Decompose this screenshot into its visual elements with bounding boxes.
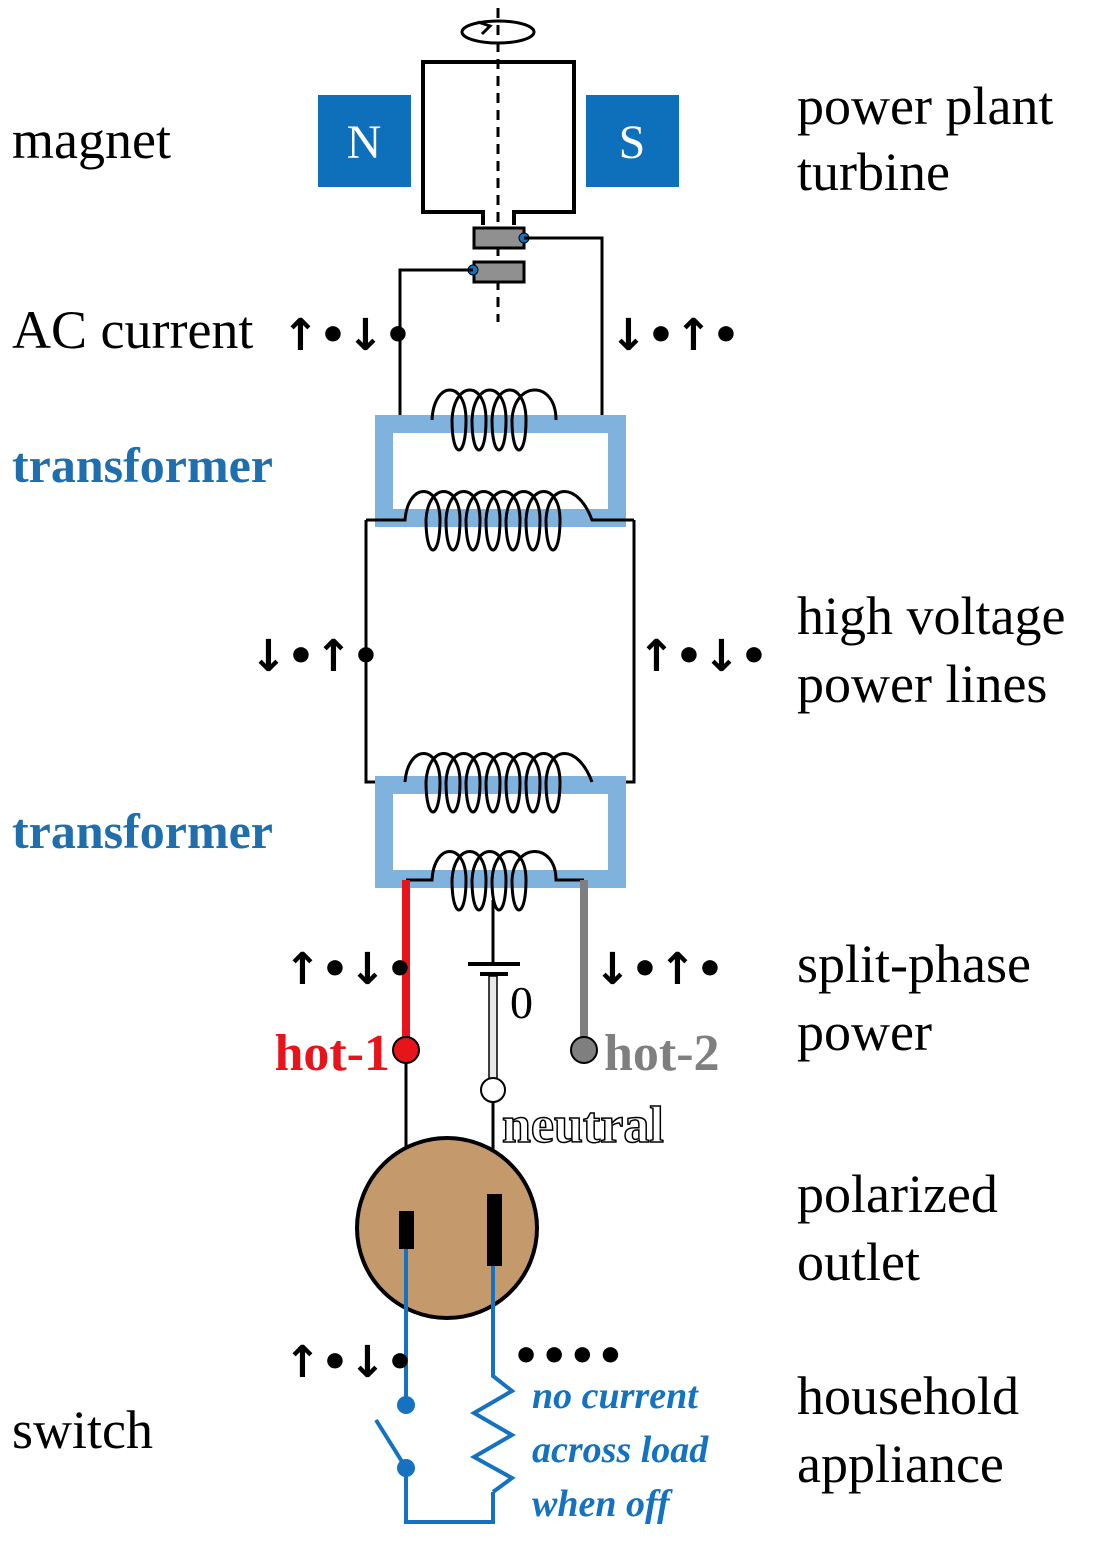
hv-arrows-left: ↓•↑• [250, 631, 380, 682]
magnet-north-label: N [347, 116, 382, 169]
neutral-label: neutral [502, 1097, 664, 1154]
hot-1-terminal [392, 1036, 420, 1064]
hot-2-label: hot-2 [604, 1025, 720, 1082]
appliance-arrows-right: •••• [512, 1331, 625, 1382]
split-phase-label-line-1: split-phase [797, 934, 1031, 994]
polarized-outlet-face [355, 1136, 539, 1320]
ground-zero-label: 0 [510, 977, 533, 1028]
transformer-top-primary-coil [430, 388, 558, 452]
switch-lever [374, 1418, 408, 1470]
split-arrows-left: ↑•↓• [284, 944, 414, 995]
transformer-bottom-primary-coil [403, 752, 594, 814]
outlet-slot-hot [399, 1211, 414, 1249]
magnet-south: S [586, 95, 679, 187]
transformer-top-label: transformer [12, 437, 273, 493]
hot-2-terminal [570, 1036, 598, 1064]
outlet-label-line-1: polarized [797, 1164, 998, 1224]
outlet-slot-neutral [487, 1194, 502, 1266]
magnet-label: magnet [12, 110, 171, 170]
neutral-wire [488, 975, 498, 1081]
magnet-south-label: S [619, 116, 646, 169]
magnet-north-block [318, 95, 411, 187]
appliance-label-line-1: household [797, 1366, 1019, 1426]
hv-label-line-1: high voltage [797, 586, 1065, 646]
appliance-return-wire [404, 1468, 495, 1524]
magnet-south-block [586, 95, 679, 187]
no-current-note-line-3: when off [532, 1483, 673, 1525]
slip-ring-upper [472, 226, 526, 250]
transformer-bottom-label: transformer [12, 803, 273, 859]
generator-lead-right [524, 236, 604, 422]
split-phase-label-line-2: power [797, 1002, 932, 1062]
appliance-load-resistor [469, 1266, 516, 1494]
no-current-note-line-2: across load [532, 1429, 709, 1471]
ac-current-arrows-right: ↓•↑• [610, 310, 740, 361]
hv-line-right [592, 520, 636, 784]
hot-1-label: hot-1 [274, 1025, 390, 1082]
magnet-north: N [318, 95, 411, 187]
ac-current-arrows-left: ↑•↓• [282, 310, 412, 361]
outlet-label-line-2: outlet [797, 1232, 920, 1292]
ac-current-label: AC current [12, 300, 253, 360]
turbine-label-line-1: power plant [797, 76, 1053, 136]
hv-label-line-2: power lines [797, 654, 1047, 714]
turbine-label-line-2: turbine [797, 142, 950, 202]
hv-arrows-right: ↑•↓• [638, 631, 768, 682]
appliance-arrows-left: ↑•↓• [284, 1337, 414, 1388]
transformer-bottom-core [375, 776, 626, 888]
appliance-label-line-2: appliance [797, 1434, 1004, 1494]
switch-contact-top [397, 1396, 415, 1414]
switch-label: switch [12, 1400, 153, 1460]
transformer-top-secondary-coil [366, 490, 634, 552]
split-arrows-right: ↓•↑• [594, 944, 724, 995]
transformer-bottom-secondary-coil [406, 850, 584, 912]
slip-ring-lower [472, 260, 526, 284]
no-current-note-line-1: no current [532, 1375, 699, 1417]
